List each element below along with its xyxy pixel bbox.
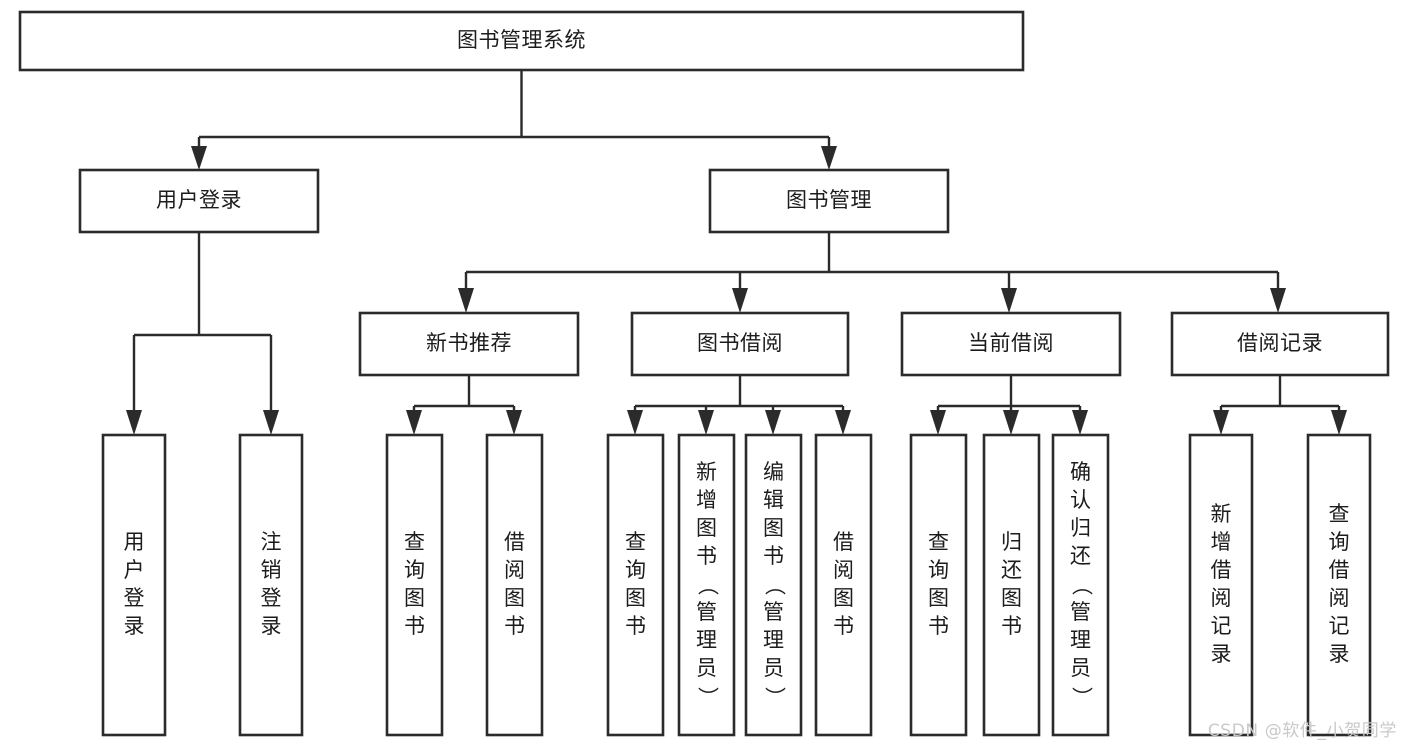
node-box-leaf-borrow-book-2[interactable]: [814, 433, 873, 737]
arrow-head-newbook-leaf-1: [406, 410, 422, 435]
node-box-leaf-confirm-return[interactable]: [1051, 433, 1110, 737]
node-box-book-borrow[interactable]: [630, 311, 850, 377]
arrow-head-current-borrow: [1001, 288, 1017, 313]
arrow-head-leaf-logout: [263, 410, 279, 435]
arrow-head-new-book-rec: [458, 288, 474, 313]
arrow-head-current-leaf-3: [1072, 410, 1088, 435]
node-box-leaf-add-book[interactable]: [677, 433, 736, 737]
node-box-borrow-record[interactable]: [1170, 311, 1390, 377]
arrow-head-borrow-leaf-4: [835, 410, 851, 435]
node-box-leaf-return-book[interactable]: [982, 433, 1041, 737]
arrow-head-borrow-leaf-2: [698, 410, 714, 435]
node-box-new-book-recommend[interactable]: [358, 311, 580, 377]
arrow-head-book-borrow: [732, 288, 748, 313]
node-box-book-management[interactable]: [708, 168, 950, 234]
node-box-leaf-user-login[interactable]: [101, 433, 167, 737]
node-box-leaf-add-record[interactable]: [1188, 433, 1254, 737]
node-box-leaf-borrow-book-1[interactable]: [485, 433, 544, 737]
arrow-head-current-leaf-1: [930, 410, 946, 435]
arrow-head-borrow-leaf-3: [765, 410, 781, 435]
arrow-head-current-leaf-2: [1003, 410, 1019, 435]
node-box-layer: [18, 10, 1390, 737]
node-box-user-login[interactable]: [78, 168, 320, 234]
node-box-leaf-query-record[interactable]: [1306, 433, 1372, 737]
node-box-leaf-logout[interactable]: [238, 433, 304, 737]
node-box-leaf-edit-book[interactable]: [744, 433, 803, 737]
node-box-leaf-query-book-1[interactable]: [385, 433, 444, 737]
node-box-leaf-query-book-2[interactable]: [606, 433, 665, 737]
arrow-head-user-login: [191, 146, 207, 170]
arrow-head-book-manage: [821, 146, 837, 170]
arrow-head-newbook-leaf-2: [506, 410, 522, 435]
arrow-head-leaf-user-login: [126, 410, 142, 435]
arrow-head-borrow-leaf-1: [627, 410, 643, 435]
watermark-text: CSDN @软件_小贺同学: [1207, 721, 1397, 741]
connector-layer: [126, 70, 1347, 435]
node-box-root[interactable]: [18, 10, 1025, 72]
arrow-head-borrow-record: [1270, 288, 1286, 313]
node-box-leaf-query-book-3[interactable]: [909, 433, 968, 737]
arrow-head-record-leaf-1: [1213, 410, 1229, 435]
node-box-current-borrow[interactable]: [900, 311, 1122, 377]
arrow-head-record-leaf-2: [1331, 410, 1347, 435]
